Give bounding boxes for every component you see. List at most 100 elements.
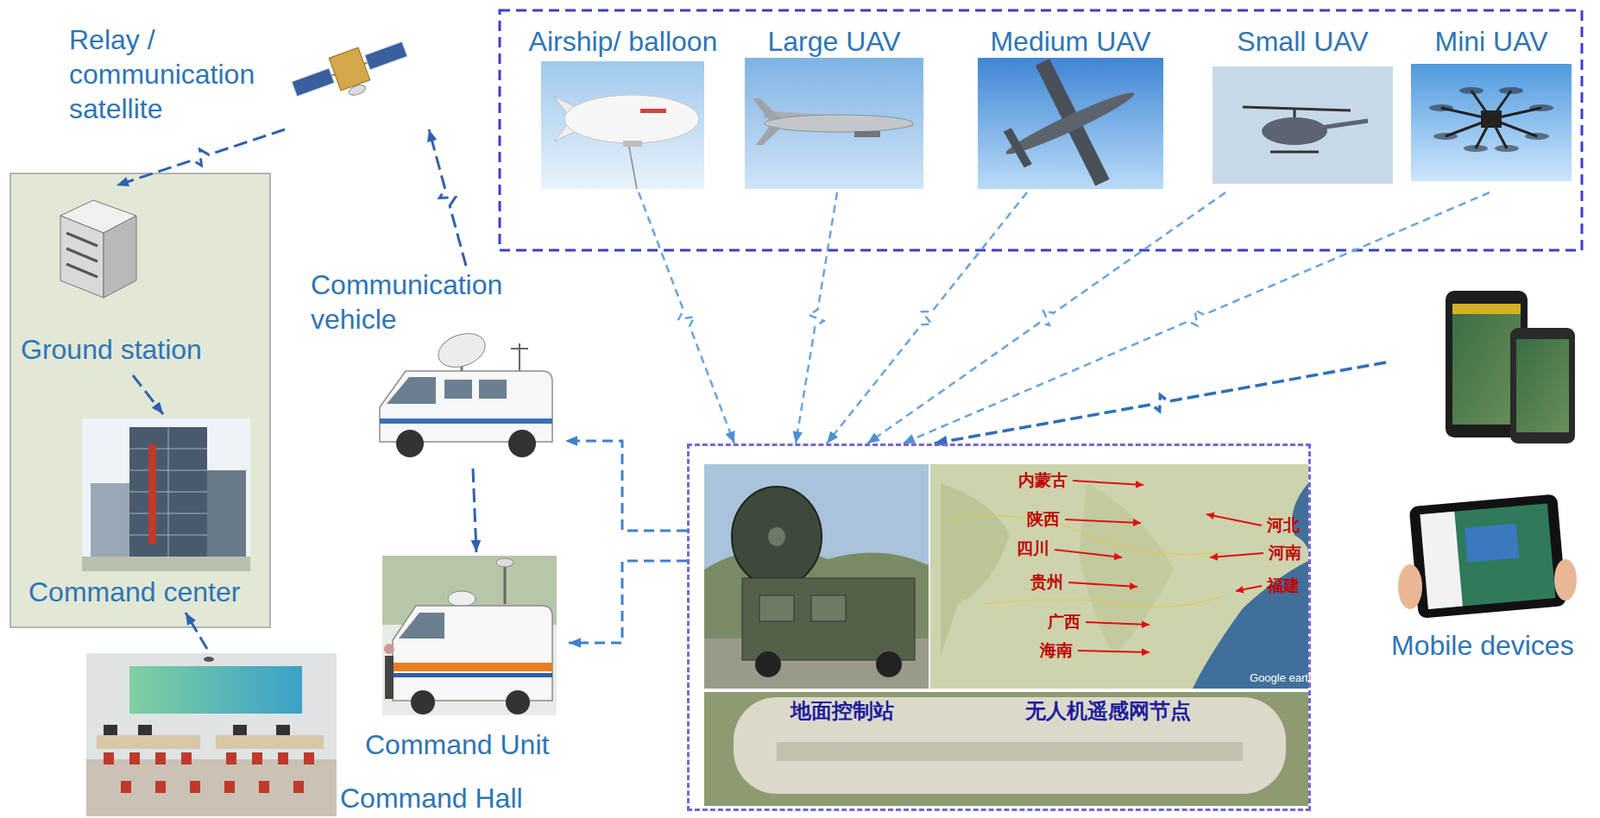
wheel <box>396 429 424 458</box>
uav-tail <box>752 98 782 121</box>
wheel <box>505 690 530 715</box>
chair <box>293 781 304 794</box>
node-label: Relay / communication satellite <box>69 22 277 126</box>
pointer <box>1209 553 1264 558</box>
rotor <box>1529 104 1554 112</box>
node-label: Mobile devices <box>1391 628 1590 663</box>
rotor <box>1499 87 1524 95</box>
connector <box>568 560 687 643</box>
station-label: 无人机遥感网节点 <box>1025 699 1233 725</box>
large-uav-photo <box>744 57 924 189</box>
tablet-sidebar <box>1419 511 1462 610</box>
radar-dish <box>731 486 822 587</box>
connector <box>795 192 838 444</box>
rotor <box>1524 132 1550 140</box>
command-hall-photo <box>86 653 337 817</box>
pointer <box>1085 622 1150 625</box>
node-label: Ground station <box>20 332 234 367</box>
building-side <box>103 215 137 298</box>
rotor <box>1429 104 1454 112</box>
chair <box>277 752 289 765</box>
chair <box>258 781 270 794</box>
desk <box>215 735 324 750</box>
building-front <box>60 215 104 298</box>
chair <box>224 781 235 794</box>
ground-control-node: 地面控制站无人机遥感网节点 <box>686 443 1311 812</box>
uav-node: Medium UAV <box>977 24 1167 193</box>
app-bar <box>1452 303 1521 315</box>
hand <box>1398 564 1423 610</box>
map-label: 海南 <box>1039 641 1073 661</box>
window-row <box>66 233 98 246</box>
medium-uav-photo <box>977 57 1164 189</box>
uav-payload <box>854 131 881 138</box>
mini-uav-photo <box>1411 63 1572 182</box>
connector <box>826 192 1027 444</box>
van-stripe <box>392 662 553 672</box>
node-label: Communication vehicle <box>310 267 523 337</box>
monitor <box>233 724 247 736</box>
tail-boom <box>1320 120 1368 128</box>
tablet <box>1409 493 1568 618</box>
satellite-node: Relay / communication satellite <box>64 18 436 130</box>
node-label: Command center <box>28 574 252 610</box>
connector <box>185 612 208 649</box>
antenna <box>510 347 529 350</box>
node-label: Command Hall <box>340 781 541 816</box>
uav-fuselage <box>764 114 914 133</box>
command-unit-node: Command Unit <box>360 552 569 764</box>
phone-screen <box>1516 339 1569 433</box>
chair <box>226 752 237 765</box>
glass-grid <box>129 427 208 557</box>
rotor <box>1242 107 1351 111</box>
runway-strip <box>776 742 1243 762</box>
building-wing <box>202 470 246 557</box>
van-window <box>478 379 507 399</box>
map-label: 福建 <box>1266 576 1300 596</box>
van-body <box>392 605 553 701</box>
wheel <box>875 651 902 678</box>
hand <box>1554 559 1577 601</box>
rotor <box>1494 144 1519 152</box>
terrain <box>1078 483 1174 656</box>
connector <box>933 362 1386 444</box>
mast-dish <box>496 558 514 567</box>
map-label: 河北 <box>1266 516 1300 536</box>
monitor <box>138 724 152 736</box>
chair <box>155 781 166 794</box>
terrain <box>940 483 1010 656</box>
desk <box>96 735 201 750</box>
satellite-body <box>328 47 371 91</box>
tether <box>628 142 637 189</box>
uav-group-frame <box>499 10 1582 251</box>
tablet-screen <box>1419 503 1556 609</box>
runway <box>733 697 1286 794</box>
pointer <box>1072 480 1144 486</box>
monitor <box>103 724 118 736</box>
sea <box>1192 560 1309 689</box>
chairs <box>103 752 315 794</box>
station-photo <box>704 464 929 689</box>
dish-feed <box>768 527 786 547</box>
windshield <box>386 377 436 404</box>
red-accent <box>148 444 157 544</box>
grid-line <box>168 427 170 557</box>
connector <box>638 192 735 444</box>
ground-panel <box>10 173 271 628</box>
chair <box>251 752 263 765</box>
satellite-icon <box>288 32 414 114</box>
command-hall-node: Command Hall <box>84 648 544 818</box>
command-center-photo <box>81 418 251 572</box>
solar-panel <box>365 41 408 70</box>
rotors <box>1429 87 1554 152</box>
airship-gondola <box>623 140 643 147</box>
van-stripe <box>392 673 553 678</box>
command-center-node: Command center <box>21 414 255 613</box>
map-label: 贵州 <box>1030 573 1064 593</box>
skid <box>1270 151 1319 154</box>
border-line <box>983 595 1226 607</box>
van-window <box>444 379 473 399</box>
rotor <box>1459 87 1484 95</box>
pointer <box>1077 650 1150 653</box>
